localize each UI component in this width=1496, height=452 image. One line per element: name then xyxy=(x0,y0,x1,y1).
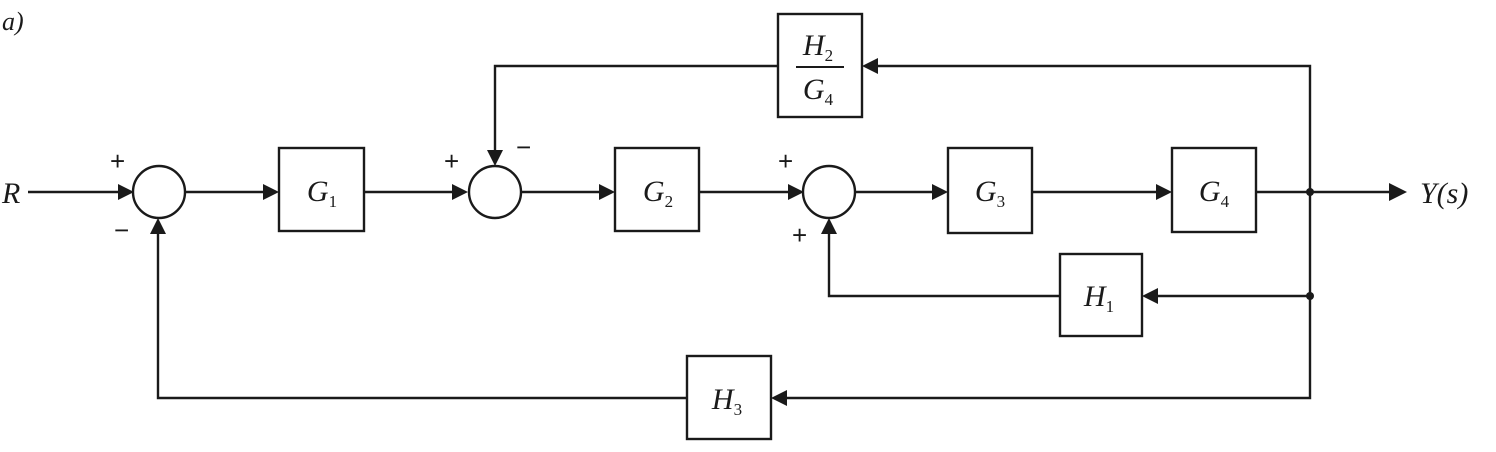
input-label: R xyxy=(1,177,20,210)
panel-label: a) xyxy=(2,7,24,36)
arrow-into-g4 xyxy=(1156,184,1172,200)
arrow-output xyxy=(1389,183,1407,201)
junction-output xyxy=(1306,188,1314,196)
arrow-into-g3 xyxy=(932,184,948,200)
block-g2-label: G2 xyxy=(643,175,673,211)
block-h2g4-denominator: G4 xyxy=(803,73,834,109)
arrow-into-sum1-bottom xyxy=(150,218,166,234)
sign-sum2-input: + xyxy=(444,146,459,176)
wire-h1-to-sum3 xyxy=(827,232,1060,298)
sign-sum1-input: + xyxy=(110,146,125,176)
block-g3: G3 xyxy=(946,146,1034,235)
arrow-into-h1 xyxy=(1142,288,1158,304)
block-g4: G4 xyxy=(1170,146,1258,234)
sign-sum1-feedback: − xyxy=(114,215,129,245)
output-label: Y(s) xyxy=(1420,177,1468,210)
arrow-into-g2 xyxy=(599,184,615,200)
arrow-into-sum2-top xyxy=(487,150,503,166)
sign-sum3-input: + xyxy=(778,146,793,176)
block-g3-label: G3 xyxy=(975,175,1005,211)
sign-sum3-feedback: + xyxy=(792,220,807,250)
block-h2-over-g4: H2 G4 xyxy=(776,12,864,119)
arrow-into-sum3 xyxy=(788,184,804,200)
block-h3-label: H3 xyxy=(711,383,742,419)
wire-output-to-h2g4 xyxy=(877,64,1312,192)
wire-h3-to-sum1 xyxy=(156,232,687,400)
block-h3: H3 xyxy=(685,354,773,441)
block-g2: G2 xyxy=(613,146,701,233)
wire-h2g4-to-sum2 xyxy=(493,64,778,152)
summing-junction-1 xyxy=(131,164,187,220)
block-g1: G1 xyxy=(277,146,366,233)
arrow-into-h3 xyxy=(771,390,787,406)
arrow-into-h2g4 xyxy=(862,58,878,74)
junction-feedback xyxy=(1306,292,1314,300)
summing-junction-2 xyxy=(467,164,523,220)
sign-sum2-feedback: − xyxy=(516,132,531,162)
summing-junction-3 xyxy=(801,164,857,220)
arrow-into-sum3-bottom xyxy=(821,218,837,234)
arrow-into-sum1 xyxy=(118,184,134,200)
block-g4-label: G4 xyxy=(1199,175,1230,211)
block-h1: H1 xyxy=(1058,252,1144,338)
arrow-into-sum2 xyxy=(452,184,468,200)
block-h2g4-numerator: H2 xyxy=(802,29,833,65)
block-g1-label: G1 xyxy=(307,175,337,211)
block-h1-label: H1 xyxy=(1083,280,1114,316)
arrow-into-g1 xyxy=(263,184,279,200)
wire-output-to-h3 xyxy=(786,296,1312,400)
